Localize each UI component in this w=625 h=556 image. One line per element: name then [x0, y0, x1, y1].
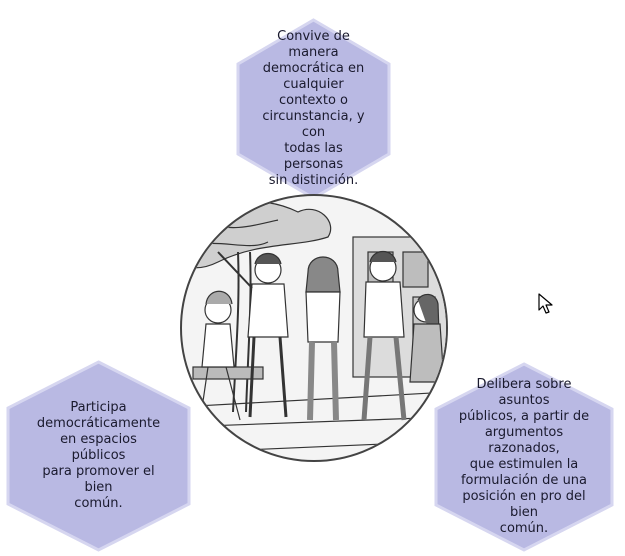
- hexagon-left-text: Participa democráticamente en espacios p…: [36, 400, 161, 511]
- illustration-circle: [178, 192, 450, 464]
- mouse-pointer-icon: [538, 293, 554, 319]
- children-group-illustration: [180, 194, 448, 462]
- hexagon-right-text: Delibera sobre asuntos públicos, a parti…: [458, 377, 590, 536]
- hexagon-top-text: Convive de manera democrática en cualqui…: [262, 29, 365, 188]
- hexagon-right-shape: [434, 362, 614, 552]
- hexagon-left: Participa democráticamente en espacios p…: [6, 360, 191, 552]
- hexagon-right: Delibera sobre asuntos públicos, a parti…: [434, 362, 614, 552]
- hexagon-top: Convive de manera democrática en cualqui…: [236, 18, 391, 200]
- hexagon-left-shape: [6, 360, 191, 552]
